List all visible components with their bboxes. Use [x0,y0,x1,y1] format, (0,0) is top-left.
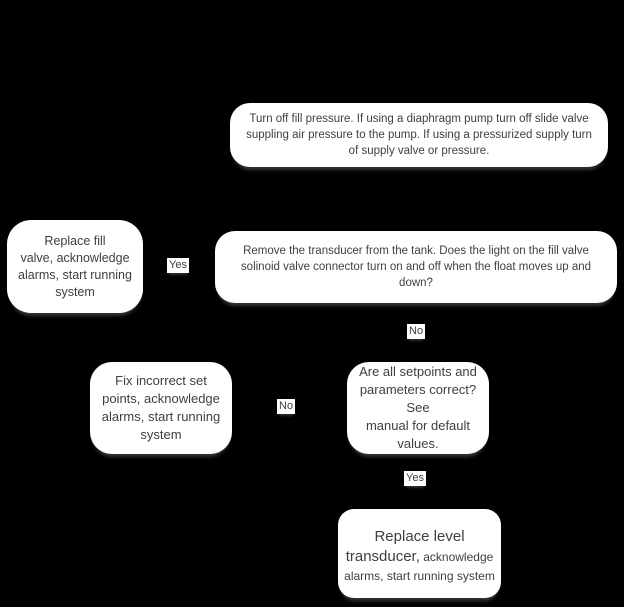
flowchart-node-replace-level-transducer: Replace level transducer, acknowledge al… [338,509,501,598]
edge-label-no-to-fix-set-points: No [277,399,296,414]
flowchart-node-setpoints-correct-question: Are all setpoints and parameters correct… [347,362,489,454]
edge-label-no-from-remove-transducer: No [407,324,426,339]
flowchart-node-remove-transducer-question: Remove the transducer from the tank. Doe… [215,231,617,303]
flowchart-node-replace-fill-valve: Replace fill valve, acknowledge alarms, … [7,220,143,313]
flowchart-node-fix-incorrect-set-points: Fix incorrect set points, acknowledge al… [90,362,232,454]
edge-label-yes-to-replace-fill-valve: Yes [167,258,189,273]
replace-level-transducer-sub-text: acknowledge alarms, start running system [344,550,495,583]
edge-label-yes-to-replace-level-transducer: Yes [404,471,426,486]
replace-level-transducer-main-text: Replace level transducer, [345,528,465,565]
flowchart-node-turn-off-fill-pressure: Turn off fill pressure. If using a diaph… [230,103,608,167]
